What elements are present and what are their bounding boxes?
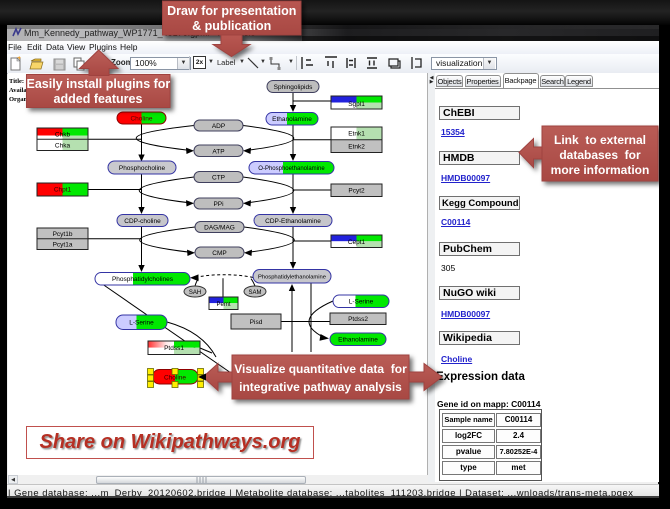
svg-text:Pcyt1a: Pcyt1a: [53, 242, 73, 249]
svg-text:PPi: PPi: [213, 201, 223, 208]
svg-text:Choline: Choline: [164, 375, 186, 382]
svg-text:DAG/MAG: DAG/MAG: [204, 225, 235, 232]
svg-text:Chka: Chka: [55, 143, 71, 150]
svg-text:SAM: SAM: [248, 290, 261, 296]
svg-text:Phosphatidylethanolamine: Phosphatidylethanolamine: [258, 275, 326, 281]
svg-text:SAH: SAH: [189, 290, 201, 296]
svg-text:CMP: CMP: [212, 250, 226, 257]
svg-text:Cept1: Cept1: [348, 239, 366, 246]
svg-text:Etnk2: Etnk2: [348, 143, 365, 150]
svg-text:Ethanolamine: Ethanolamine: [338, 337, 378, 344]
svg-text:L-Serine: L-Serine: [349, 299, 374, 306]
svg-text:Sphingolipids: Sphingolipids: [274, 84, 313, 91]
svg-text:Sgpl1: Sgpl1: [348, 101, 365, 108]
svg-text:Ptdss1: Ptdss1: [164, 345, 184, 352]
svg-text:Pisd: Pisd: [250, 319, 263, 326]
svg-text:Choline: Choline: [130, 116, 152, 123]
svg-text:ATP: ATP: [212, 149, 224, 156]
svg-text:Chpt1: Chpt1: [54, 187, 72, 194]
svg-text:CTP: CTP: [212, 175, 225, 182]
svg-text:Pcyt2: Pcyt2: [348, 188, 365, 195]
svg-text:L-Serine: L-Serine: [129, 320, 154, 327]
svg-text:Ethanolamine: Ethanolamine: [272, 116, 312, 123]
svg-text:Ptdss2: Ptdss2: [348, 316, 368, 323]
svg-text:Etnk1: Etnk1: [348, 131, 365, 138]
svg-text:Phosphatidylcholines: Phosphatidylcholines: [112, 276, 174, 283]
svg-text:ADP: ADP: [212, 123, 225, 130]
svg-text:O-Phosphoethanolamine: O-Phosphoethanolamine: [258, 166, 325, 172]
svg-text:Pemt: Pemt: [216, 302, 230, 308]
svg-text:Chkb: Chkb: [55, 131, 71, 138]
svg-text:Phosphocholine: Phosphocholine: [119, 165, 166, 172]
svg-text:CDP-choline: CDP-choline: [124, 218, 161, 225]
svg-text:Pcyt1b: Pcyt1b: [53, 231, 73, 238]
svg-text:CDP-Ethanolamine: CDP-Ethanolamine: [265, 218, 321, 225]
